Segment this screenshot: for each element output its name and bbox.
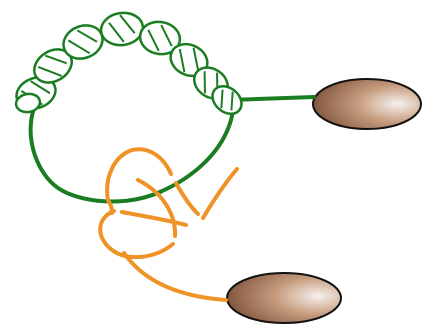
orange-strand: [100, 149, 237, 300]
coil-segments: [12, 10, 247, 119]
coil-ring-4: [99, 10, 145, 48]
bead-upper: [313, 79, 421, 129]
green-strand: [31, 97, 314, 201]
bead-lower: [227, 273, 341, 323]
